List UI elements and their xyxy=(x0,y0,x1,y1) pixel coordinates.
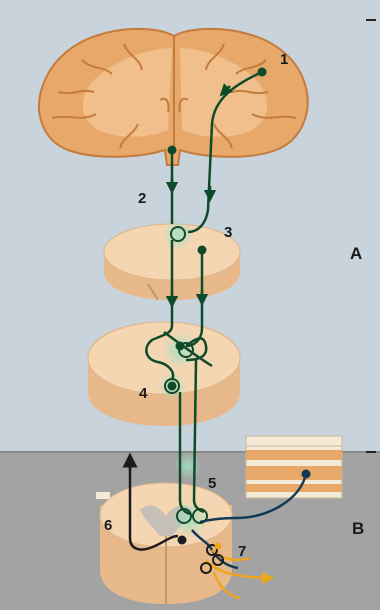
label-6: 6 xyxy=(104,517,112,534)
label-7: 7 xyxy=(238,543,246,560)
medulla-slice xyxy=(88,322,240,426)
synapse-glow-5 xyxy=(174,452,202,480)
neuron-4 xyxy=(168,382,177,391)
neuron-1 xyxy=(258,68,267,77)
neuron-7 xyxy=(215,543,222,550)
muscle-block xyxy=(246,436,342,498)
neuron-midbrain xyxy=(198,246,207,255)
neuron-2 xyxy=(168,146,177,155)
neuron-6 xyxy=(178,536,187,545)
section-label-b: B xyxy=(352,519,364,538)
label-5: 5 xyxy=(208,475,216,492)
label-4: 4 xyxy=(139,385,148,402)
brain-coronal-section xyxy=(39,29,308,165)
section-label-a: A xyxy=(350,244,362,263)
label-2: 2 xyxy=(138,190,146,207)
label-1: 1 xyxy=(280,51,288,68)
neuron-muscle xyxy=(302,470,311,479)
spinal-cord-section xyxy=(96,483,232,604)
label-3: 3 xyxy=(224,224,232,241)
synapse-glow-3 xyxy=(162,218,194,250)
